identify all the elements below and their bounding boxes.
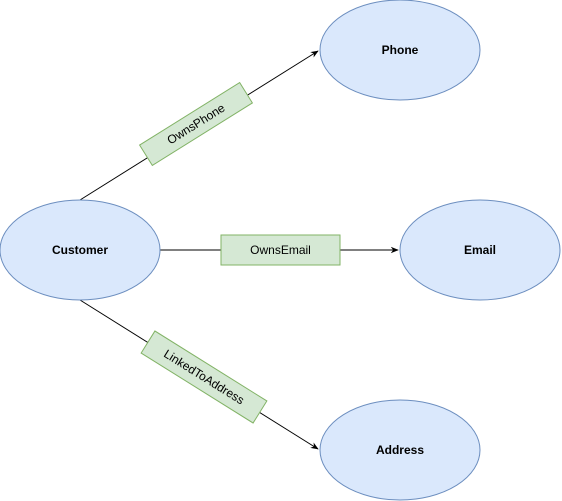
node-customer[interactable]: Customer [0,199,161,301]
node-address-label: Address [376,443,424,457]
node-address-shape [319,399,481,501]
node-address[interactable]: Address [319,399,481,501]
edge-label-box-owns-phone [138,81,254,167]
edge-linked-to-address[interactable]: LinkedToAddress [79,299,319,450]
edge-owns-email[interactable]: OwnsEmail [160,234,399,266]
edge-label-linked-to-address: LinkedToAddress [161,347,246,408]
edge-label-box-owns-email [220,234,341,266]
edge-owns-phone[interactable]: OwnsPhone [79,50,319,201]
node-email[interactable]: Email [399,199,561,301]
node-customer-label: Customer [52,243,108,257]
edge-label-owns-email: OwnsEmail [250,243,311,257]
node-phone-shape [319,0,481,101]
edge-label-box-linked-to-address [140,330,268,424]
node-email-shape [399,199,561,301]
node-customer-shape [0,199,161,301]
node-email-label: Email [464,243,496,257]
node-phone[interactable]: Phone [319,0,481,101]
node-phone-label: Phone [382,43,419,57]
